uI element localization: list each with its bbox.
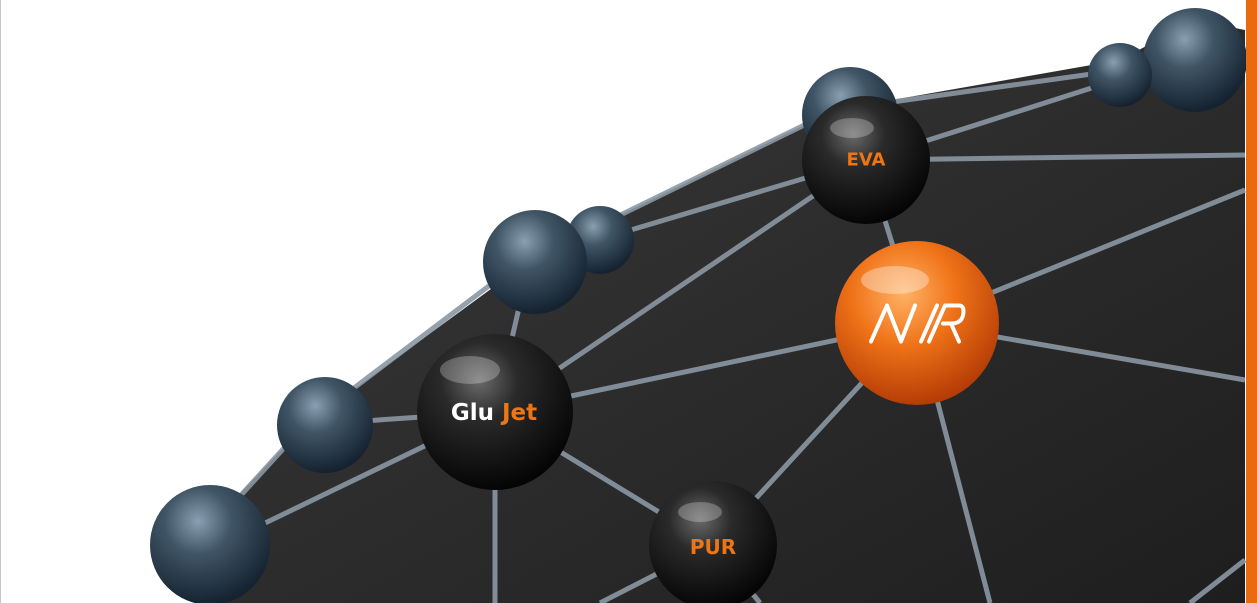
glujet-label-part2: Jet: [502, 400, 538, 426]
glujet-label-part1: Glu: [450, 400, 494, 426]
pur-sphere: [649, 481, 777, 603]
accent-bar: [1246, 0, 1257, 603]
left-divider: [0, 0, 1, 603]
eva-sphere: [802, 96, 930, 224]
eva-label: EVA: [846, 149, 886, 171]
glujet-sphere: [417, 334, 573, 490]
nir-sphere: [835, 241, 999, 405]
nir-logo: [867, 302, 967, 351]
glujet-label: Glu Jet: [451, 400, 537, 426]
pur-label: PUR: [689, 535, 737, 559]
